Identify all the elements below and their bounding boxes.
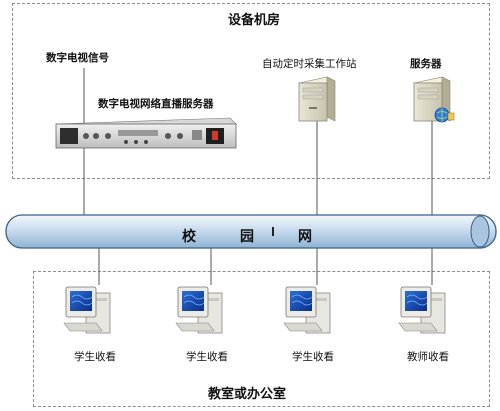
client-pc-1 [63,286,111,334]
bus-char-1: 校 [182,229,196,245]
bus-char-2: 园 [240,229,254,245]
capture-workstation-device [298,76,336,122]
server-label: 服务器 [410,58,442,70]
bus-char-3: 网 [298,229,312,245]
server-device [413,76,455,123]
equipment-room-title: 设备机房 [228,13,281,28]
client-label-3: 学生收看 [292,351,334,363]
client-pc-2 [175,286,223,334]
broadcast-server-label: 数字电视网络直播服务器 [98,98,214,110]
client-label-2: 学生收看 [186,351,228,363]
capture-station-label: 自动定时采集工作站 [262,58,357,70]
classroom-zone [33,271,490,407]
client-pc-4 [398,286,446,334]
downlink-lines [98,248,433,285]
equipment-room-zone [12,3,490,179]
client-label-1: 学生收看 [74,351,116,363]
client-pc-3 [283,286,331,334]
client-label-4: 教师收看 [407,351,449,363]
classroom-title: 教室或办公室 [208,387,287,402]
signal-label: 数字电视信号 [46,52,109,64]
campus-network-bus [5,214,497,249]
broadcast-server-device [55,117,237,149]
